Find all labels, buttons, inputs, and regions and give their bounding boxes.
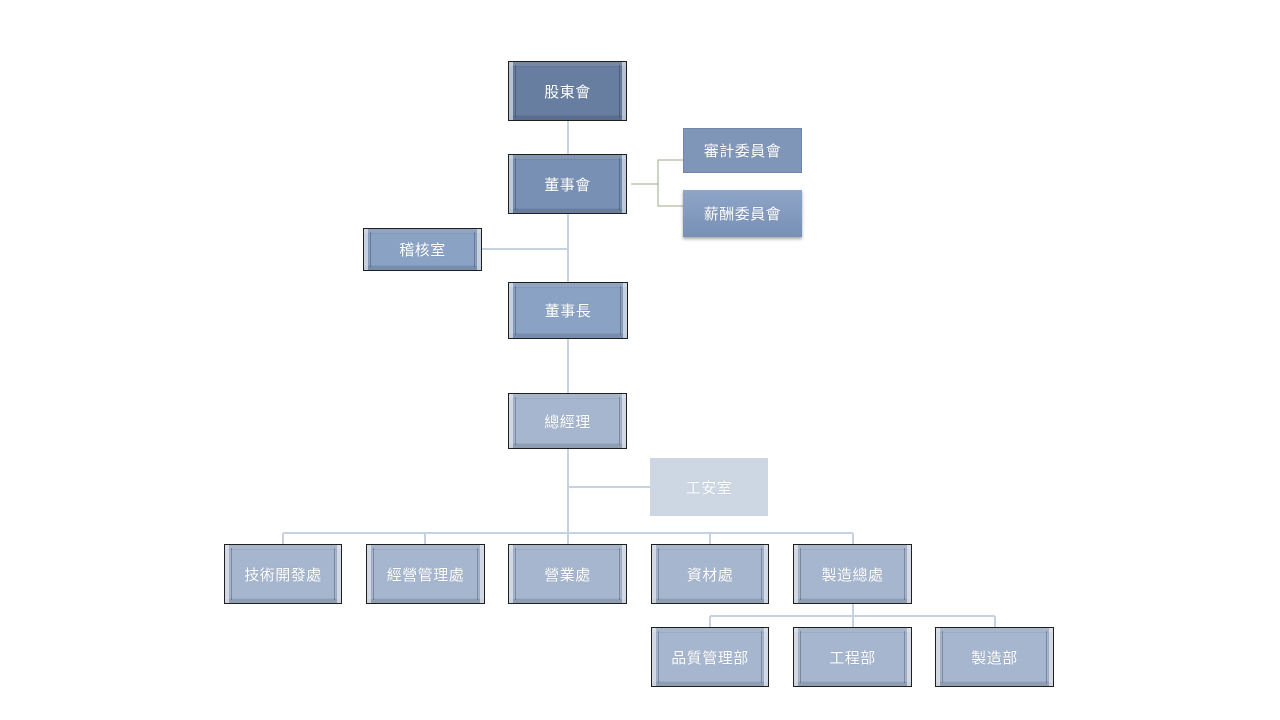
node-business-mgmt[interactable]: 經營管理處 <box>366 544 485 604</box>
node-sales-label: 營業處 <box>544 565 591 584</box>
node-business-mgmt-label: 經營管理處 <box>386 565 465 584</box>
node-chairman-label: 董事長 <box>544 302 592 320</box>
node-tech-dev-label: 技術開發處 <box>244 565 322 584</box>
node-general-manager-label: 總經理 <box>544 412 591 431</box>
node-safety-office-label: 工安室 <box>685 478 733 497</box>
node-manufacturing[interactable]: 製造部 <box>935 627 1054 687</box>
node-safety-office[interactable]: 工安室 <box>650 458 768 516</box>
node-compensation-committee-label: 薪酬委員會 <box>703 205 782 223</box>
node-internal-audit-label: 稽核室 <box>399 241 446 259</box>
node-sales[interactable]: 營業處 <box>508 544 627 604</box>
node-materials-label: 資材處 <box>686 565 734 584</box>
node-shareholders[interactable]: 股東會 <box>508 61 627 121</box>
node-audit-committee[interactable]: 審計委員會 <box>683 128 802 173</box>
node-board[interactable]: 董事會 <box>508 154 627 214</box>
node-general-manager[interactable]: 總經理 <box>508 393 627 449</box>
node-quality-mgmt[interactable]: 品質管理部 <box>651 627 769 687</box>
node-board-label: 董事會 <box>544 175 591 194</box>
connector-board-compensation <box>657 184 683 207</box>
node-shareholders-label: 股東會 <box>544 82 591 101</box>
node-engineering[interactable]: 工程部 <box>793 627 912 687</box>
node-quality-mgmt-label: 品質管理部 <box>671 648 749 667</box>
node-tech-dev[interactable]: 技術開發處 <box>224 544 342 604</box>
connector-board-committees <box>631 159 683 185</box>
node-manufacturing-hq-label: 製造總處 <box>821 565 884 584</box>
node-manufacturing-label: 製造部 <box>971 648 1018 667</box>
node-chairman[interactable]: 董事長 <box>508 282 628 339</box>
node-internal-audit[interactable]: 稽核室 <box>363 228 482 271</box>
node-materials[interactable]: 資材處 <box>651 544 769 604</box>
node-audit-committee-label: 審計委員會 <box>703 142 782 160</box>
node-engineering-label: 工程部 <box>829 648 876 667</box>
node-manufacturing-hq[interactable]: 製造總處 <box>793 544 912 604</box>
node-compensation-committee[interactable]: 薪酬委員會 <box>683 190 802 237</box>
